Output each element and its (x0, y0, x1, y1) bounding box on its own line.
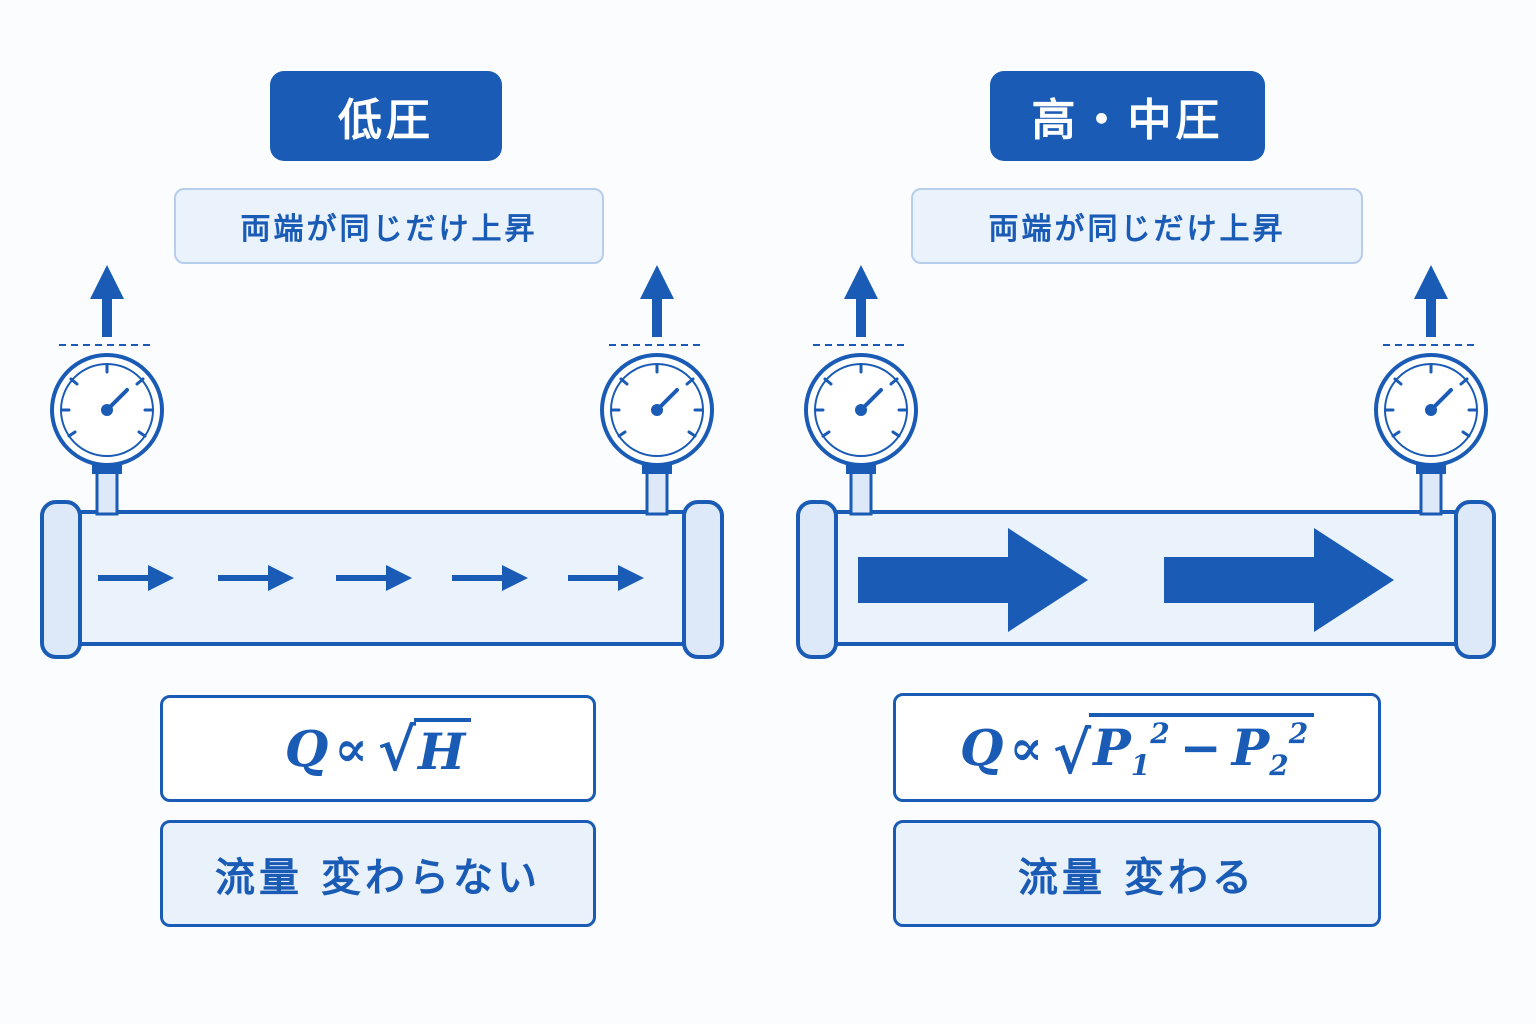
pressure-gauge-icon (1374, 353, 1488, 467)
formula-lhs: Q (284, 719, 329, 778)
term1-sub: 1 (1130, 749, 1151, 783)
formula-lhs: Q (959, 718, 1004, 777)
high-pressure-title: 高・中圧 (990, 71, 1265, 161)
up-arrow-icon (812, 264, 910, 346)
formula-relation: ∝ (1009, 718, 1043, 777)
up-arrow-icon (1382, 264, 1480, 346)
pressure-gauge-icon (804, 353, 918, 467)
formula-sqrt: √ H (378, 718, 472, 779)
formula-operator: − (1179, 718, 1222, 778)
formula-radicand: H (414, 718, 472, 779)
high-pressure-formula: Q ∝ √ P12−P22 (893, 693, 1381, 802)
high-pressure-left-gauge (804, 264, 918, 516)
low-pressure-right-gauge (600, 264, 714, 516)
low-pressure-left-gauge (50, 264, 164, 516)
term2-sub: 2 (1269, 749, 1289, 783)
up-arrow-icon (608, 264, 706, 346)
term2-base: P (1231, 718, 1270, 778)
low-pressure-result: 流量 変わらない (160, 820, 596, 927)
formula-radicand: P12−P22 (1089, 713, 1315, 783)
low-pressure-note: 両端が同じだけ上昇 (174, 188, 604, 264)
low-pressure-formula: Q ∝ √ H (160, 695, 596, 802)
high-pressure-right-gauge (1374, 264, 1488, 516)
term1-base: P (1093, 718, 1131, 778)
formula-sqrt: √ P12−P22 (1053, 713, 1315, 783)
term1-sup: 2 (1150, 717, 1170, 751)
low-pressure-title: 低圧 (270, 71, 502, 161)
high-pressure-note: 両端が同じだけ上昇 (911, 188, 1363, 264)
up-arrow-icon (58, 264, 156, 346)
formula-relation: ∝ (334, 719, 368, 778)
pressure-gauge-icon (600, 353, 714, 467)
high-pressure-result: 流量 変わる (893, 820, 1381, 927)
pressure-gauge-icon (50, 353, 164, 467)
term2-sup: 2 (1288, 717, 1309, 751)
